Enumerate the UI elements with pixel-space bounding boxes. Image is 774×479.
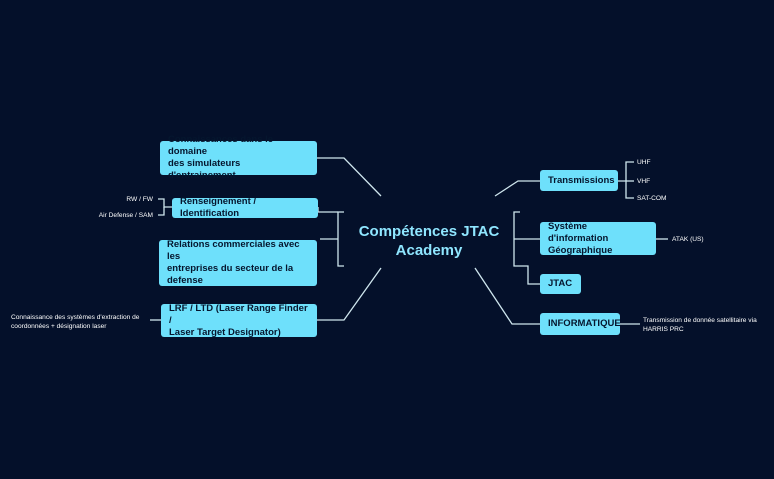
node-informatique[interactable]: INFORMATIQUE	[540, 313, 621, 335]
leaf-rw-fw: RW / FW	[126, 196, 153, 203]
node-relations-line1: Relations commerciales avec les	[167, 239, 300, 262]
leaf-informatique-description: Transmission de donnée satellitaire via …	[643, 316, 757, 334]
node-sig-line2: Géographique	[548, 244, 613, 256]
node-relations[interactable]: Relations commerciales avec les entrepri…	[159, 239, 317, 286]
node-transmissions[interactable]: Transmissions	[540, 170, 618, 191]
node-jtac-label: JTAC	[548, 278, 573, 289]
leaf-lrf-line1: Connaissance des systèmes d'extraction d…	[11, 314, 140, 321]
central-topic: Compétences JTAC Academy	[349, 222, 509, 260]
node-renseignement-label: Renseignement / Identification	[180, 196, 257, 219]
node-transmissions-label: Transmissions	[548, 174, 615, 186]
node-lrf-line1: LRF / LTD (Laser Range Finder /	[169, 302, 308, 326]
node-lrf-line2: Laser Target Designator)	[169, 326, 281, 338]
node-simulateurs[interactable]: Connaissances dans le domaine des simula…	[160, 134, 317, 181]
node-sig-line1: Système d'information	[548, 220, 609, 244]
leaf-atak: ATAK (US)	[672, 236, 704, 243]
node-informatique-label: INFORMATIQUE	[548, 318, 621, 329]
node-relations-line2: entreprises du secteur de la	[167, 263, 294, 274]
leaf-vhf: VHF	[637, 178, 651, 185]
leaf-informatique-line2: HARRIS PRC	[643, 326, 684, 333]
leaf-uhf: UHF	[637, 159, 651, 166]
central-topic-line1: Compétences JTAC	[358, 223, 500, 240]
leaf-informatique-line1: Transmission de donnée satellitaire via	[643, 317, 757, 324]
node-sig[interactable]: Système d'information Géographique	[540, 220, 656, 256]
node-relations-line3: defense	[167, 275, 203, 286]
leaf-sat-com: SAT-COM	[637, 195, 667, 202]
leaf-lrf-description: Connaissance des systèmes d'extraction d…	[11, 313, 139, 331]
node-jtac[interactable]: JTAC	[540, 274, 581, 294]
node-simulateurs-line2: des simulateurs d'entrainement	[168, 158, 241, 181]
node-simulateurs-line1: Connaissances dans le domaine	[168, 134, 274, 157]
central-topic-line2: Academy	[395, 242, 463, 259]
leaf-lrf-line2: coordonnées + désignation laser	[11, 323, 107, 330]
leaf-air-defense: Air Defense / SAM	[98, 212, 153, 219]
node-renseignement[interactable]: Renseignement / Identification	[172, 196, 318, 219]
node-lrf[interactable]: LRF / LTD (Laser Range Finder / Laser Ta…	[161, 302, 317, 338]
